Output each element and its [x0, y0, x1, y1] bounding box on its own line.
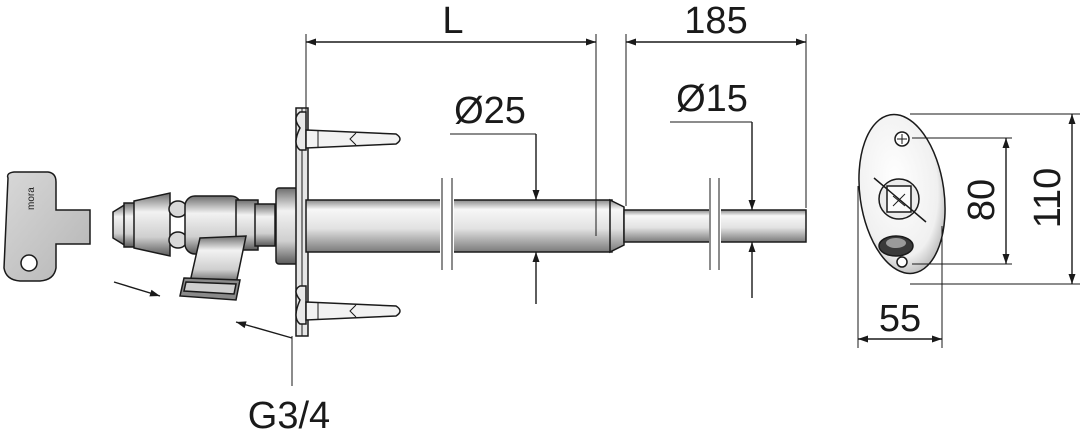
dimension-thread: G3/4: [113, 281, 330, 431]
dimension-tail-length: 185: [625, 0, 807, 208]
key-hole: [20, 254, 38, 272]
valve-head: [112, 192, 276, 301]
dimension-tail-diameter: Ø15: [670, 78, 756, 298]
dimension-plate-outer-height: 110: [910, 113, 1080, 285]
plate-width-label: 55: [879, 298, 921, 340]
tail-length-label: 185: [684, 0, 747, 42]
dimension-plate-width: 55: [857, 186, 943, 348]
tail-diameter-label: Ø15: [676, 78, 748, 120]
main-pipe: [305, 178, 625, 270]
length-label: L: [442, 0, 463, 42]
pipe-diameter-label: Ø25: [454, 90, 526, 132]
thread-label: G3/4: [248, 395, 330, 431]
dimension-pipe-diameter: Ø25: [450, 90, 540, 304]
escutcheon-plate: [858, 113, 946, 275]
dimension-length: L: [305, 0, 597, 236]
key-handle: mora: [3, 171, 91, 282]
plate-inner-height-label: 80: [961, 179, 1003, 221]
dimension-plate-inner-height: 80: [912, 137, 1012, 265]
tail-pipe: [623, 178, 807, 270]
plate-outer-height-label: 110: [1027, 168, 1069, 229]
key-brand-label: mora: [26, 187, 37, 210]
wall-flange: [275, 107, 401, 337]
